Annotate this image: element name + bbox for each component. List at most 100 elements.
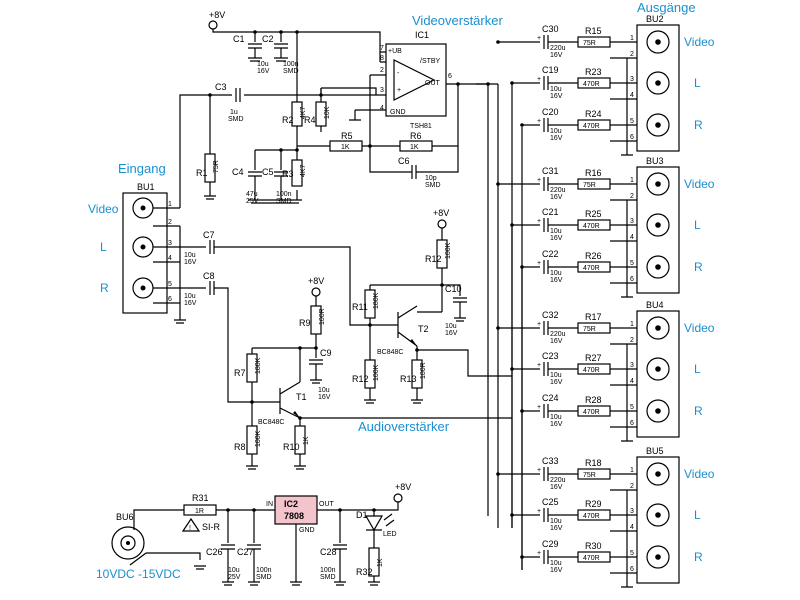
pin-number: 4 [630, 524, 634, 531]
t2-output-wire [417, 349, 512, 377]
c7-ref: C7 [203, 230, 215, 240]
c28-value: 100n [320, 567, 336, 574]
cap-value: 10u [550, 128, 562, 135]
connector-body [636, 456, 680, 584]
rca-jack [646, 255, 670, 279]
res-ref: R23 [585, 67, 602, 77]
cap-value: 220u [550, 477, 566, 484]
c6-value: 10p [425, 175, 437, 182]
output-label: R [694, 404, 703, 418]
row-wiring [498, 321, 637, 345]
output-block-bu3: BU3C31220u16V+R1675R12VideoC2110u16V+R25… [496, 156, 715, 298]
res-value: 470R [583, 123, 600, 130]
res-value: 470R [583, 513, 600, 520]
cap-ref: C32 [542, 310, 559, 320]
cap-plus: + [537, 35, 541, 42]
cap-ref: C31 [542, 166, 559, 176]
res-value: 470R [583, 81, 600, 88]
cap-plus: + [537, 177, 541, 184]
res-value: 470R [583, 223, 600, 230]
ic1-opamp-symbol [393, 59, 436, 101]
cap-sub: 16V [550, 135, 563, 142]
c4-ref: C4 [232, 167, 244, 177]
cap-ref: C23 [542, 351, 559, 361]
r9-ref: R9 [299, 318, 311, 328]
res-ref: R24 [585, 109, 602, 119]
pin-num: 7 [380, 45, 384, 52]
t1-type: BC848C [258, 419, 284, 426]
node [496, 472, 500, 476]
output-block-bu4: BU4C32220u16V+R1775R12VideoC2310u16V+R27… [496, 300, 715, 442]
c7-cap [200, 240, 370, 326]
c26-ref: C26 [206, 547, 223, 557]
node [510, 513, 514, 517]
cap-value: 220u [550, 331, 566, 338]
cap-plus: + [537, 467, 541, 474]
row-wiring [522, 404, 637, 428]
cap-value: 10u [550, 228, 562, 235]
bu1-pin-numbers: 12 34 56 [168, 201, 172, 303]
svg-text:2: 2 [168, 219, 172, 226]
pin-number: 5 [630, 550, 634, 557]
connector-ref: BU4 [646, 300, 664, 310]
output-label: L [694, 76, 701, 90]
bu6-ref: BU6 [116, 512, 134, 522]
rca-jack-pin [655, 325, 661, 331]
cap-plus: + [537, 508, 541, 515]
cap-sub: 16V [550, 52, 563, 59]
row-wiring [512, 76, 637, 100]
rca-jack-pin [655, 122, 661, 128]
ic1-plus: + [397, 87, 401, 94]
c4-value: 47u [246, 191, 258, 198]
res-ref: R29 [585, 499, 602, 509]
series-resistor [577, 363, 611, 375]
pin-num: 6 [448, 73, 452, 80]
r1-ref: R1 [196, 168, 208, 178]
series-resistor [577, 509, 611, 521]
ic1-pin-out: OUT [425, 80, 441, 87]
r6-ref: R6 [410, 131, 422, 141]
t2-transistor [370, 305, 418, 347]
pin-number: 2 [630, 193, 634, 200]
series-resistor [577, 119, 611, 131]
r3-body [291, 159, 303, 187]
row-wiring [512, 362, 637, 386]
rca-jack [646, 30, 670, 54]
supply-label-t2: +8V [433, 208, 449, 218]
c27-ref: C27 [237, 547, 254, 557]
c9-cap [309, 348, 323, 384]
power-input-label: 10VDC -15VDC [96, 567, 181, 581]
r1-value: 75R [213, 160, 220, 173]
t1-ref: T1 [296, 392, 307, 402]
fuse-label: SI-R [202, 522, 221, 532]
r31-value: 1R [195, 508, 204, 515]
r10-ref: R10 [283, 442, 300, 452]
t1-transistor [252, 374, 301, 419]
res-ref: R17 [585, 312, 602, 322]
input-label-r: R [100, 281, 109, 295]
rca-jack-pin [655, 512, 661, 518]
connector-ref: BU5 [646, 446, 664, 456]
node [295, 148, 299, 152]
cap-value: 220u [550, 187, 566, 194]
d1-ref: D1 [356, 510, 368, 520]
ground-symbols [248, 57, 288, 62]
ground-wires [254, 190, 282, 200]
row-wiring [512, 218, 637, 242]
res-ref: R28 [585, 395, 602, 405]
c7-value: 10u [184, 252, 196, 259]
c8-cap [200, 281, 252, 403]
r5-value: 1K [341, 144, 350, 151]
r32-value: 1K [377, 558, 384, 567]
bu6-jack [111, 526, 145, 560]
pin-number: 6 [630, 134, 634, 141]
pin-number: 6 [630, 566, 634, 573]
ground-symbols [204, 195, 216, 200]
cap-plus: + [537, 260, 541, 267]
node [298, 346, 302, 350]
r11-value: 180K [373, 292, 380, 309]
